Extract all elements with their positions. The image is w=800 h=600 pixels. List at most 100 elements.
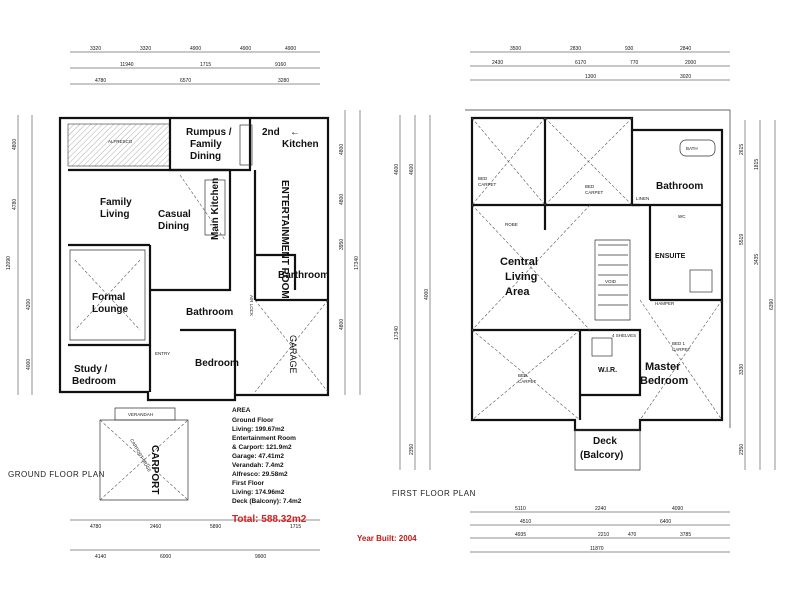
- f-dim-bottom3-3: 3785: [680, 532, 691, 538]
- g-dim-top1-2: 4900: [190, 46, 201, 52]
- robe-label: ROBE: [505, 222, 518, 227]
- g-dim-bottom2-2: 9900: [255, 554, 266, 560]
- f-dim-top2-0: 2430: [492, 60, 503, 66]
- wc-label: WC: [678, 214, 686, 219]
- f-dim-right-0: 2615: [739, 144, 745, 155]
- bed-carpet-3-b: CARPET: [518, 379, 537, 384]
- g-dim-top3-0: 4780: [95, 78, 106, 84]
- g-dim-top2-0: 11940: [120, 62, 134, 68]
- area-line-1: Living: 199.67m2: [232, 426, 285, 433]
- bed1-b: CARPET: [672, 347, 691, 352]
- f-dim-bottom1-2: 4090: [672, 506, 683, 512]
- g-dim-right-1: 4800: [339, 194, 345, 205]
- area-heading: AREA: [232, 407, 251, 414]
- g-dim-top3-2: 3280: [278, 78, 289, 84]
- bathroom-label: Bathroom: [186, 307, 233, 318]
- area-line-0: Ground Floor: [232, 417, 274, 424]
- living-diagonals: [471, 204, 591, 331]
- f-dim-top2-3: 2000: [685, 60, 696, 66]
- f-dim-left-3: 2350: [409, 444, 415, 455]
- kitchen2-arrow: ←: [290, 127, 300, 138]
- rumpus-label-3: Dining: [190, 151, 221, 162]
- f-dim-right-3: 3435: [754, 254, 760, 265]
- g-dim-right-3: 4800: [339, 319, 345, 330]
- hamper-label: HAMPER: [655, 301, 675, 306]
- f-dim-top1-2: 930: [625, 46, 634, 52]
- area-line-9: Deck (Balcony): 7.4m2: [232, 498, 302, 505]
- f-dim-left-4: 17340: [394, 326, 400, 340]
- deck-label-1: Deck: [593, 436, 617, 447]
- ground-floor-plan: 3320 3320 4900 4900 4900 11940 1715 9160…: [6, 46, 361, 560]
- first-bottom-dimensions: 5110 2240 4090 4510 6400 4935 2210 470 3…: [470, 506, 730, 553]
- bath-label: BATH: [686, 146, 698, 151]
- f-dim-bottom2-0: 4510: [520, 519, 531, 525]
- bedroom-walls: [180, 328, 237, 395]
- g-dim-right-4: 17340: [354, 256, 360, 270]
- verandah-outline: [114, 407, 176, 421]
- shelves-label: 4 SHELVES: [612, 333, 636, 338]
- f-dim-right-1: 1815: [754, 159, 760, 170]
- f-dim-right-4: 3330: [739, 364, 745, 375]
- central-living-label-1: Central: [500, 256, 538, 268]
- f-dim-top3-1: 3020: [680, 74, 691, 80]
- ensuite-bath: [689, 269, 713, 293]
- area-summary: AREA Ground Floor Living: 199.67m2 Enter…: [232, 407, 417, 543]
- kitchen2-label-1: 2nd: [262, 127, 280, 138]
- entertainment-label: ENTERTAINMENT ROOM: [279, 180, 290, 299]
- g-dim-bottom1-1: 2460: [150, 524, 161, 530]
- ground-left-dimensions: 4800 4780 12090 4200 4000: [6, 115, 33, 395]
- central-living-label-3: Area: [505, 286, 530, 298]
- ground-bottom-dimensions: 4780 2460 5890 1715 4140 6000 9900: [70, 519, 320, 560]
- bedroom-label: Bedroom: [195, 358, 239, 369]
- g-dim-top1-3: 4900: [240, 46, 251, 52]
- area-line-3: & Carport: 121.9m2: [232, 444, 292, 451]
- area-line-6: Alfresco: 29.58m2: [232, 471, 288, 478]
- f-dim-top2-2: 770: [630, 60, 639, 66]
- stair-block: [239, 124, 253, 166]
- g-dim-bottom1-2: 5890: [210, 524, 221, 530]
- deck-label-2: (Balcory): [580, 450, 623, 461]
- g-dim-left-1: 4780: [12, 199, 18, 210]
- bed-carpet-1-a: BED: [478, 176, 488, 181]
- bed-carpet-2-a: BED: [585, 184, 595, 189]
- bathtub: [679, 139, 716, 157]
- g-dim-left-3: 4200: [26, 299, 32, 310]
- area-line-5: Verandah: 7.4m2: [232, 462, 284, 469]
- bed1-diagonals: [471, 117, 546, 206]
- ground-right-dimensions: 4800 4800 3950 4800 17340: [339, 110, 361, 395]
- right-bath-walls: [255, 253, 297, 290]
- bed-carpet-3-a: BED: [518, 373, 528, 378]
- main-kitchen-label: Main Kitchen: [210, 178, 221, 240]
- first-floor-plan: 3500 2830 930 2840 2430 6170 770 2000 13…: [392, 46, 776, 553]
- total-area: Total: 588.32m2: [232, 514, 307, 525]
- wir-walls: [580, 328, 642, 397]
- g-dim-top1-0: 3320: [90, 46, 101, 52]
- bath-walls: [150, 245, 232, 292]
- g-dim-top1-1: 3320: [140, 46, 151, 52]
- bed2-diagonals: [544, 117, 633, 206]
- garage-diagonals: [254, 299, 329, 393]
- first-top-dimensions: 3500 2830 930 2840 2430 6170 770 2000 13…: [470, 46, 730, 81]
- g-dim-left-4: 4000: [26, 359, 32, 370]
- verandah-label: VERANDAH: [128, 412, 153, 417]
- garage-label: GARAGE: [288, 335, 298, 374]
- area-line-7: First Floor: [232, 480, 265, 487]
- g-dim-right-0: 4800: [339, 144, 345, 155]
- formal-lounge-label-2: Lounge: [92, 304, 129, 315]
- bathroom-right-label: Barthroom: [278, 270, 329, 281]
- g-dim-top1-4: 4900: [285, 46, 296, 52]
- first-bathroom-label: Bathroom: [656, 181, 703, 192]
- master-bedroom-label-2: Bedroom: [640, 375, 689, 387]
- master-bedroom-label-1: Master: [645, 361, 681, 373]
- stair-void: [594, 239, 631, 321]
- first-right-dimensions: 2615 1815 5519 3435 3330 6390 2350: [739, 120, 776, 470]
- lounge-inner: [69, 249, 146, 341]
- linen-label: LINEN: [636, 196, 649, 201]
- study-label-2: Bedroom: [72, 376, 116, 387]
- f-dim-right-5: 6390: [769, 299, 775, 310]
- stair-treads: [598, 244, 628, 306]
- eaves-line: [465, 109, 731, 428]
- year-built: Year Built: 2004: [357, 534, 417, 543]
- g-dim-top3-1: 6570: [180, 78, 191, 84]
- f-dim-top1-3: 2840: [680, 46, 691, 52]
